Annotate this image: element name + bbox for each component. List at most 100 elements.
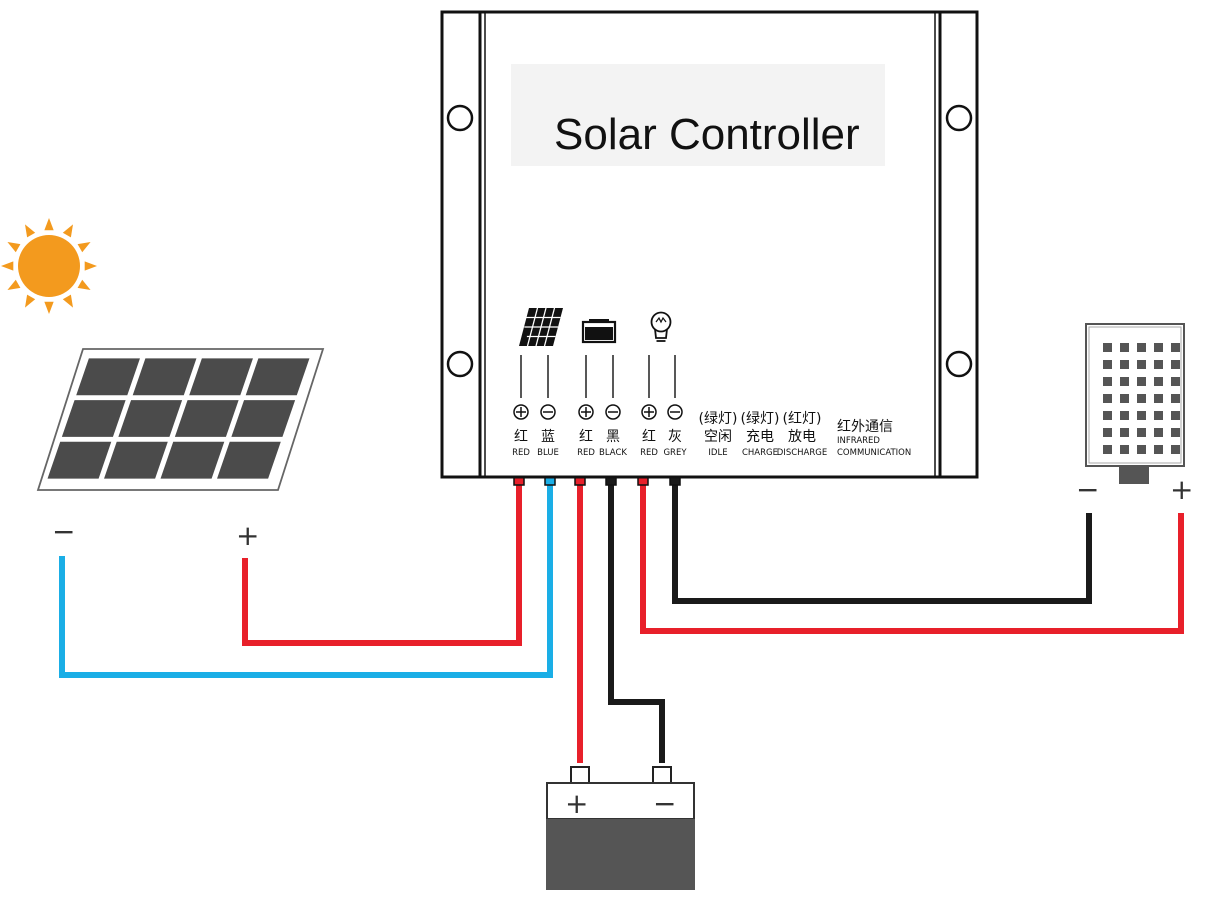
led-dot [1154,445,1163,454]
led-dot [1154,343,1163,352]
panel-cell [132,358,197,396]
led-grid-icon [1103,343,1180,454]
battery-icon [581,319,617,344]
led-dot [1171,360,1180,369]
panel-cell [174,400,239,437]
wire-load-positive [640,478,1184,634]
indicator-discharge-cn: 放电 [788,429,816,445]
wires [59,475,1184,763]
lamp-base [1119,466,1149,484]
plus-circle-icon [513,404,529,420]
battery: + − [546,766,695,890]
led-dot [1103,428,1112,437]
terminal-2-en: BLUE [537,448,559,458]
led-dot [1154,411,1163,420]
indicator-discharge-en: DISCHARGE [777,448,827,458]
sun-icon [1,218,97,314]
indicator-idle-en: IDLE [708,448,727,458]
led-dot [1120,428,1129,437]
panel-cell [245,358,310,396]
sun-ray [7,279,21,290]
sun-ray [77,279,91,290]
indicator-idle-paren: (绿灯) [699,411,738,427]
led-dot [1103,377,1112,386]
solar-panel-icon [519,307,563,347]
infrared-en-1: INFRARED [837,436,880,446]
led-dot [1171,343,1180,352]
bulb-icon [650,311,672,342]
battery-minus-sign: − [653,787,676,820]
led-dot [1171,377,1180,386]
infrared-en-2: COMMUNICATION [837,448,911,458]
right-flange [935,10,979,479]
led-dot [1137,377,1146,386]
terminal-labels: 红 RED 蓝 BLUE 红 RED 黑 BLACK 红 RED 灰 GREY [512,429,687,458]
terminal-5-en: RED [640,448,658,458]
minus-circle-icon [667,404,683,420]
panel-cell [76,358,140,396]
panel-cells [47,358,310,479]
led-dot [1137,343,1146,352]
panel-plus-sign: + [236,519,259,552]
panel-cell [47,441,112,479]
led-dot [1171,428,1180,437]
terminal-1-en: RED [512,448,530,458]
led-dot [1103,445,1112,454]
led-dot [1154,360,1163,369]
led-dot [1171,394,1180,403]
indicator-charge-cn: 充电 [746,429,774,445]
led-dot [1120,394,1129,403]
load-minus-sign: − [1076,473,1099,506]
infrared-cn: 红外通信 [837,419,893,435]
wire-panel-negative [59,478,553,678]
led-dot [1171,411,1180,420]
panel-minus-sign: − [52,515,75,548]
wire-panel-positive [242,478,522,646]
led-dot [1154,428,1163,437]
solar-panel: − + [36,348,325,552]
load-lamp: − + [1076,323,1193,506]
panel-cell [189,358,253,396]
battery-top [546,782,695,820]
sun-ray [62,224,73,238]
sun-ray [62,294,73,308]
plus-circle-icon [578,404,594,420]
terminal-4-cn: 黑 [606,429,620,445]
plus-circle-icon [641,404,657,420]
terminal-6-en: GREY [663,448,687,458]
led-dot [1120,343,1129,352]
polarity-symbols [513,404,683,420]
led-dot [1103,411,1112,420]
minus-circle-icon [540,404,556,420]
controller: Solar Controller [440,10,979,479]
panel-cell [160,441,225,479]
sun-disc [18,235,80,297]
battery-body [546,819,695,890]
led-dot [1137,428,1146,437]
wire-load-negative [672,478,1092,604]
battery-terminal-positive [570,766,590,785]
sun-ray [25,224,36,238]
sun-ray [7,242,21,253]
sun-ray [77,242,91,253]
controller-title: Solar Controller [554,110,860,159]
sun-ray [25,294,36,308]
led-dot [1137,360,1146,369]
sun-ray [44,218,54,231]
led-dot [1171,445,1180,454]
panel-cell [104,441,168,479]
mount-hole-br [945,350,973,378]
terminal-3-en: RED [577,448,595,458]
battery-terminal-negative [652,766,672,785]
indicator-discharge-paren: (红灯) [783,411,822,427]
terminal-1-cn: 红 [514,429,528,445]
panel-cell [217,441,281,479]
indicator-charge-paren: (绿灯) [741,411,780,427]
battery-plus-sign: + [565,787,588,820]
sun-ray [84,261,97,271]
led-dot [1120,360,1129,369]
led-dot [1137,445,1146,454]
led-dot [1103,394,1112,403]
wire-battery-negative [608,478,665,763]
led-dot [1137,394,1146,403]
